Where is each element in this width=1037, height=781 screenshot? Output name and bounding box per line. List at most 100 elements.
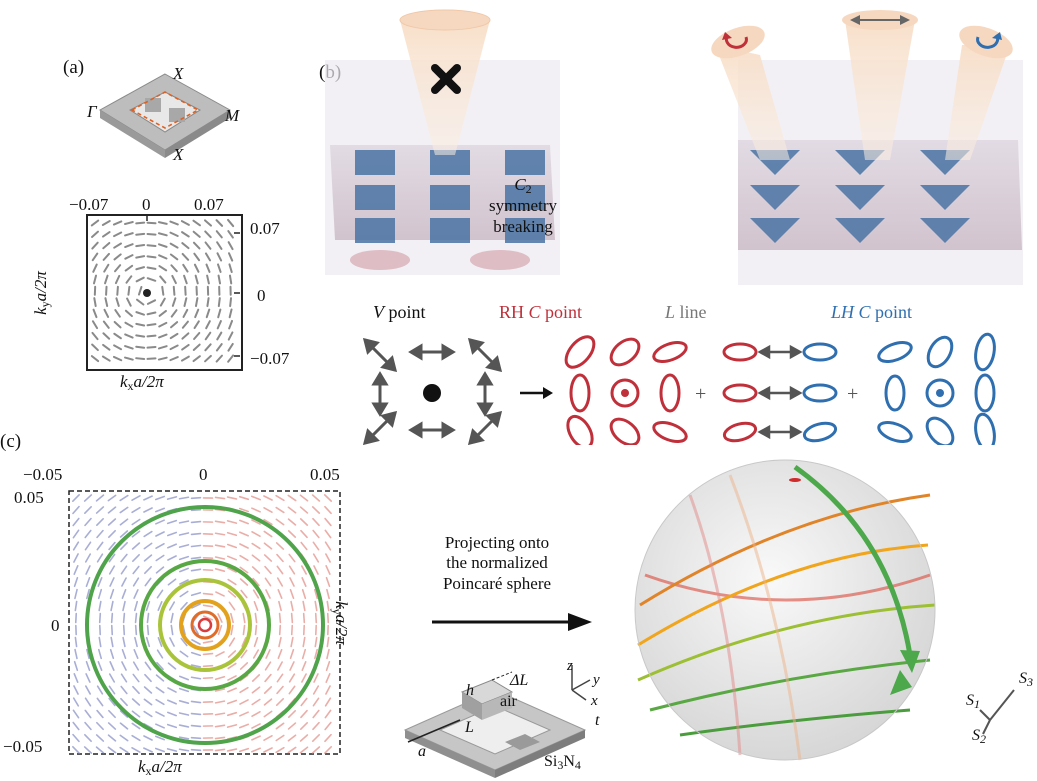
field-segment <box>145 600 151 612</box>
field-segment <box>113 344 123 351</box>
field-segment <box>227 687 237 693</box>
field-segment <box>239 711 249 717</box>
field-segment <box>314 600 318 612</box>
field-segment <box>217 308 222 319</box>
field-segment <box>264 673 272 683</box>
field-segment <box>287 518 297 526</box>
field-segment <box>251 495 261 501</box>
field-segment <box>155 723 165 729</box>
field-segment <box>112 220 123 226</box>
field-segment <box>143 698 153 706</box>
field-segment <box>119 746 129 754</box>
field-segment <box>108 541 116 551</box>
field-segment <box>107 506 117 514</box>
field-segment <box>302 600 306 612</box>
field-segment <box>97 661 103 671</box>
field-segment <box>134 636 138 648</box>
field-segment <box>252 577 260 587</box>
field-segment <box>135 311 145 316</box>
field-segment <box>230 624 234 636</box>
field-segment <box>169 332 179 340</box>
field-segment <box>96 529 104 539</box>
field-segment <box>251 698 261 706</box>
field-segment <box>91 320 99 330</box>
field-segment <box>96 697 104 707</box>
field-segment <box>161 285 165 296</box>
field-segment <box>135 298 145 306</box>
field-segment <box>84 553 92 563</box>
field-segment <box>301 588 307 600</box>
field-segment <box>226 724 238 728</box>
field-segment <box>190 676 202 680</box>
field-segment <box>85 576 91 588</box>
field-segment <box>324 505 332 515</box>
field-segment <box>137 285 143 296</box>
field-segment <box>135 255 146 259</box>
field-segment <box>171 274 177 285</box>
field-segment <box>240 649 248 659</box>
field-segment <box>191 603 201 609</box>
field-segment <box>190 556 202 560</box>
label-a: a <box>418 743 426 760</box>
a-right-tick-top: 0.07 <box>250 219 280 238</box>
field-segment <box>216 241 223 250</box>
field-segment <box>169 231 179 237</box>
field-segment <box>288 673 296 683</box>
field-segment <box>178 496 190 500</box>
field-segment <box>192 355 201 363</box>
field-segment <box>323 746 333 754</box>
field-segment <box>227 241 234 251</box>
field-segment <box>215 343 223 352</box>
field-segment <box>251 723 261 729</box>
field-segment <box>155 735 165 741</box>
field-segment <box>324 709 332 719</box>
field-segment <box>190 508 202 512</box>
field-segment <box>299 518 309 526</box>
field-segment <box>216 320 222 330</box>
panel-a-vector-field <box>86 214 243 371</box>
field-segment <box>251 747 261 753</box>
field-segment <box>205 320 211 330</box>
field-segment <box>135 232 146 236</box>
field-segment <box>242 612 246 624</box>
panel-a-xlabel: kxa/2π <box>120 372 164 393</box>
field-segment <box>193 252 201 262</box>
field-segment <box>216 252 223 262</box>
field-segment <box>96 721 104 731</box>
field-segment <box>299 506 309 514</box>
field-segment <box>264 565 272 575</box>
field-segment <box>157 601 163 611</box>
field-segment <box>179 675 189 681</box>
field-segment <box>275 722 285 730</box>
field-segment <box>143 507 153 513</box>
field-segment <box>146 334 157 338</box>
field-segment <box>301 577 307 587</box>
field-segment <box>159 297 166 307</box>
field-segment <box>277 661 283 671</box>
field-segment <box>179 579 189 585</box>
field-segment <box>108 565 116 575</box>
field-segment <box>206 297 210 308</box>
field-segment <box>251 519 261 525</box>
field-segment <box>190 568 202 572</box>
field-segment <box>178 712 190 716</box>
field-segment <box>108 709 116 719</box>
bz-m-label: M <box>225 106 240 125</box>
field-segment <box>169 356 179 362</box>
field-segment <box>227 650 237 658</box>
field-segment <box>158 254 168 260</box>
field-segment <box>169 344 179 351</box>
field-segment <box>325 673 331 683</box>
field-segment <box>227 675 237 681</box>
field-segment <box>132 553 140 563</box>
field-segment <box>85 660 91 672</box>
field-segment <box>167 662 177 670</box>
field-segment <box>124 333 134 339</box>
field-segment <box>92 274 98 285</box>
field-segment <box>252 589 260 599</box>
field-segment <box>104 297 109 308</box>
c2-symmetry-breaking-text: C2 symmetry breaking <box>489 175 557 236</box>
field-segment <box>312 553 320 563</box>
field-segment <box>215 230 223 239</box>
field-segment <box>124 243 134 249</box>
